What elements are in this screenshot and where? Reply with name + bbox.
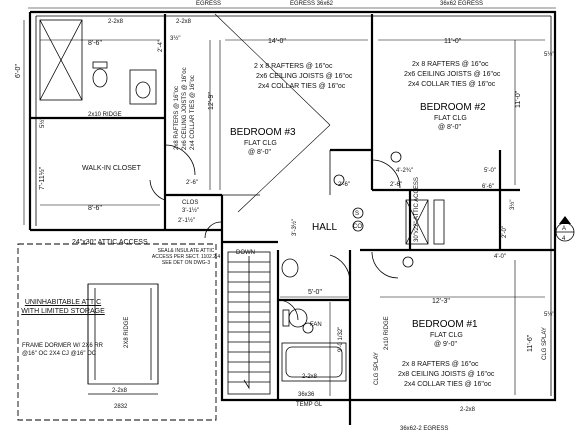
dim-11-0-top: 11'-0": [444, 38, 462, 45]
dim-7-11: 7'-11½": [38, 166, 46, 190]
dimension-lines: [23, 7, 556, 396]
bedroom-2-rafters: 2x 8 RAFTERS @ 16"oc: [412, 61, 489, 68]
dim-5-0-r: 5'-0": [484, 168, 496, 174]
section-marker: [555, 216, 575, 242]
stairs: [227, 251, 271, 395]
egress-label-4: 36x62-2 EGRESS: [400, 426, 448, 432]
dim-3-5-half-b: 3½": [509, 200, 516, 210]
attic-area: [17, 243, 217, 421]
bedroom-3-rafters-vert: 2x8 RAFTERS @ 16"oc: [174, 86, 180, 150]
ridge-2x10: 2x10 RIDGE: [88, 112, 122, 118]
dim-11-6: 11'-6": [527, 334, 534, 352]
dim-3-1: 3'-1½": [182, 207, 199, 214]
dim-2-6-a: 2'-6": [186, 180, 198, 186]
bedroom-1-height: @ 9'-0": [434, 341, 458, 348]
smoke-co-symbols: [302, 151, 414, 334]
bedroom-1: BEDROOM #1 FLAT CLG @ 9'-0" 2x 8 RAFTERS…: [398, 319, 495, 388]
dim-2x8-d: 2-2x8: [302, 374, 318, 380]
dim-2x8-b: 2-2x8: [176, 19, 192, 25]
bedroom-1-rafters: 2x 8 RAFTERS @ 16"oc: [402, 361, 479, 368]
dim-12-9: 12'-9": [208, 92, 215, 110]
bedroom-1-name: BEDROOM #1: [412, 319, 478, 330]
bedroom-2-name: BEDROOM #2: [420, 102, 486, 113]
dim-2-0: 2'-0": [502, 226, 508, 238]
down-label: DOWN: [236, 250, 255, 256]
dim-8-6-bottom: 8'-6": [88, 205, 102, 212]
section-mark-letter: A: [562, 226, 566, 232]
bedroom-3-collar: 2x4 COLLAR TIES @ 16"oc: [258, 83, 346, 90]
dormer-note: FRAME DORMER W/ 2X6 RR @16" OC 2X4 CJ @1…: [22, 343, 104, 357]
ridge-2x10-b: 2x10 RIDGE: [384, 316, 390, 350]
bedroom-3-ceiling: FLAT CLG: [244, 140, 277, 147]
bath-fixtures-lower: [281, 258, 347, 382]
dim-5-half-b: 5½": [39, 118, 46, 128]
dim-14-0: 14'-0": [268, 38, 286, 45]
dim-8-6-top: 8'-6": [88, 40, 102, 47]
dim-2-6-c: 2'-6": [390, 182, 402, 188]
egress-label-1: EGRESS: [196, 1, 221, 7]
clg-splay-right: CLG SPLAY: [542, 327, 548, 360]
bedroom-2-height: @ 8'-0": [438, 124, 462, 131]
dim-3-5-half: 3½": [170, 35, 180, 42]
dim-2-4: 2'-4": [158, 40, 164, 52]
dim-12-3: 12'-3": [432, 298, 450, 305]
bedroom-1-joists: 2x8 CEILING JOISTS @ 16"oc: [398, 371, 495, 378]
dim-11-0-side: 11'-0": [515, 90, 522, 108]
bedroom-3-rafters: 2 x 8 RAFTERS @ 16"oc: [254, 63, 333, 70]
interior-walls: [30, 14, 555, 400]
hall-label: HALL: [312, 222, 337, 233]
attic-access-right-label: 30"x22" ATTIC ACCESS: [414, 177, 420, 242]
bedroom-3-joists: 2x6 CEILING JOISTS @ 16"oc: [256, 73, 353, 80]
closet-label: WALK-IN CLOSET: [82, 165, 142, 172]
smoke-symbol: S: [355, 211, 359, 217]
bedroom-2-collar: 2x4 COLLAR TIES @ 16"oc: [408, 81, 496, 88]
dim-9-0: 9'-0 1/32": [338, 327, 344, 352]
dim-2x8-a: 2-2x8: [108, 19, 124, 25]
bedroom-3-joists-vert: 2x6 CEILING JOISTS @ 16"oc: [182, 67, 188, 150]
dim-2x8-e: 2-2x8: [460, 407, 476, 413]
bedroom-2-joists: 2x6 CEILING JOISTS @ 16"oc: [404, 71, 501, 78]
clg-splay-left: CLG SPLAY: [374, 352, 380, 385]
dim-2x8-c: 2-2x8: [112, 388, 128, 394]
dim-2-1: 2'-1½": [178, 217, 195, 224]
bedroom-1-ceiling: FLAT CLG: [430, 332, 463, 339]
clos-label: CLOS: [182, 200, 198, 206]
bedroom-3-height: @ 8'-0": [248, 149, 272, 156]
dim-3-3: 3'-3½": [291, 219, 298, 236]
attic-access-hatch: [405, 199, 445, 245]
labels: EGRESS EGRESS 36x62 36x62 EGRESS 36x62-2…: [15, 1, 566, 432]
bath-fixtures-upper: [39, 19, 157, 105]
fan-label: FAN: [310, 322, 322, 328]
temp-gl: TEMP GL: [296, 402, 323, 408]
dim-5-half-c: 5½": [544, 311, 554, 318]
egress-label-2: EGRESS 36x62: [290, 1, 334, 7]
bedroom-3-collar-vert: 2x4 COLLAR TIES @ 16"oc: [190, 75, 196, 150]
uninhabitable-attic-label: UNINHABITABLE ATTIC WITH LIMITED STORAGE: [21, 299, 105, 315]
dim-4-2: 4'-2¾": [396, 168, 413, 174]
dim-2832: 2832: [114, 404, 128, 410]
seal-note: SEAL& INSULATE ATTIC ACCESS PER SECT. 11…: [151, 248, 221, 266]
dim-6-6: 6'-6": [482, 184, 494, 190]
doors: [149, 144, 401, 321]
exterior-walls: [28, 10, 557, 425]
attic-access-label: 24"x30" ATTIC ACCESS: [72, 239, 148, 246]
section-mark-num: 4: [562, 236, 566, 242]
dim-6-0: 6'-0": [15, 64, 22, 78]
egress-label-3: 36x62 EGRESS: [440, 1, 483, 7]
dim-5-half-a: 5½": [544, 51, 554, 58]
dim-2-6-b: 2'-6": [338, 182, 350, 188]
co-symbol: CO: [353, 224, 362, 230]
dim-5-0-bath: 5'-0": [308, 289, 322, 296]
dim-4-0: 4'-0": [494, 254, 506, 260]
roof-lines: [214, 13, 331, 213]
bedroom-1-collar: 2x4 COLLAR TIES @ 16"oc: [404, 381, 492, 388]
bedroom-3-name: BEDROOM #3: [230, 127, 296, 138]
ridge-2x8-label: 2X8 RIDGE: [124, 317, 130, 348]
bedroom-2-ceiling: FLAT CLG: [434, 115, 467, 122]
bedroom-3: BEDROOM #3 FLAT CLG @ 8'-0" 2 x 8 RAFTER…: [174, 63, 353, 156]
bedroom-2: BEDROOM #2 FLAT CLG @ 8'-0" 2x 8 RAFTERS…: [404, 61, 501, 131]
dim-36x36: 36x36: [298, 392, 315, 398]
